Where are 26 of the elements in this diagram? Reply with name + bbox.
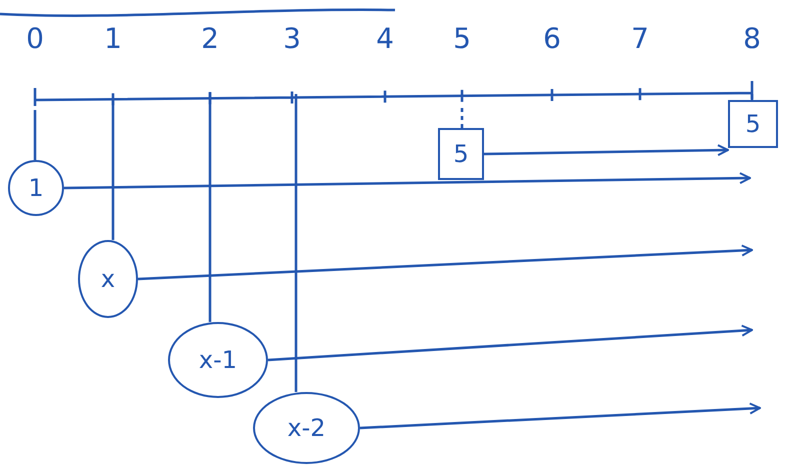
connector-line — [112, 100, 114, 240]
arrow — [138, 244, 753, 280]
connector-line — [294, 94, 298, 392]
connector-line — [750, 94, 754, 100]
tick-label: 0 — [25, 22, 45, 55]
value-box: 5 — [438, 128, 484, 180]
tick-label: 2 — [200, 22, 220, 55]
tick-label: 4 — [375, 22, 395, 55]
tick-label: 1 — [103, 22, 123, 55]
arrow — [268, 324, 753, 362]
connector-line — [34, 110, 36, 160]
connector-line — [460, 108, 464, 128]
tick-label: 6 — [542, 22, 562, 55]
arrow — [484, 144, 729, 156]
arrow — [360, 402, 761, 430]
tick-label: 3 — [282, 22, 302, 55]
value-box: 5 — [728, 100, 778, 148]
term-circle: x-1 — [168, 322, 268, 398]
connector-line — [208, 92, 212, 322]
term-circle: x-2 — [253, 392, 360, 464]
tick-label: 5 — [452, 22, 472, 55]
term-circle: x — [78, 240, 138, 318]
tick-label: 7 — [630, 22, 650, 55]
term-circle: 1 — [8, 160, 64, 216]
arrow — [64, 172, 751, 190]
tick-label: 8 — [742, 22, 762, 55]
